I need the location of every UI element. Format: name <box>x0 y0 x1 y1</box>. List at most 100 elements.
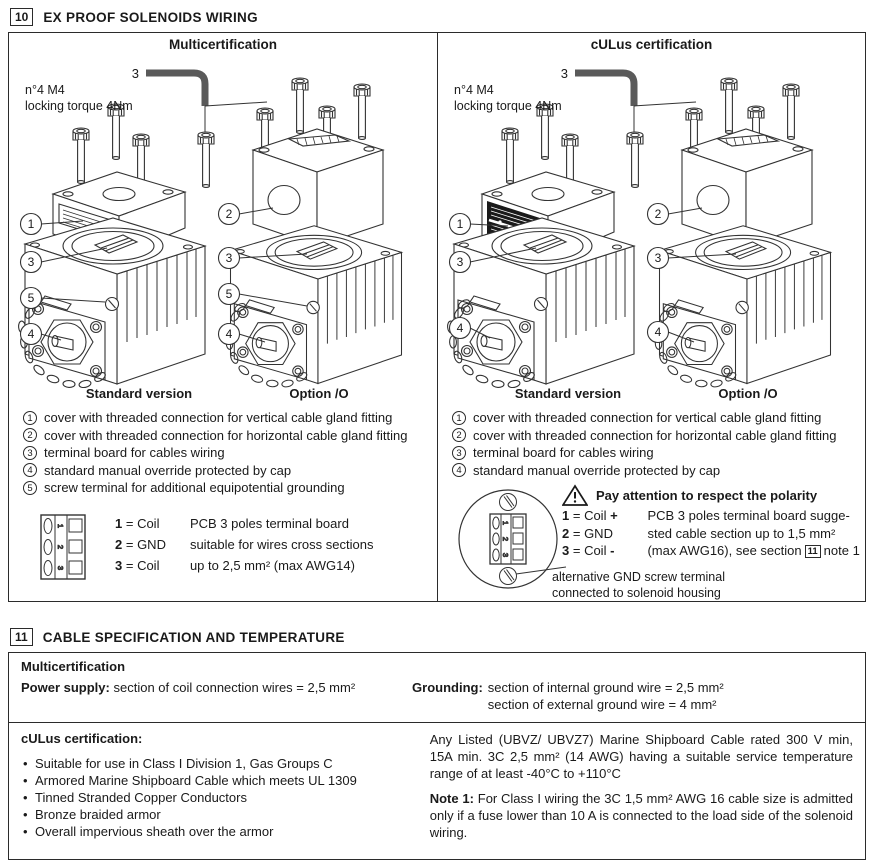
key-value: = GND <box>125 536 166 552</box>
cable-spec-box: Multicertification Power supply: section… <box>8 652 866 860</box>
note-1-label: Note 1: <box>429 791 474 806</box>
option-o-label: Option /O <box>718 386 778 401</box>
callout-4: 4 <box>457 321 464 335</box>
screws-group <box>72 103 215 190</box>
callout-4: 4 <box>655 325 662 339</box>
note-row: 1 cover with threaded connection for vert… <box>23 409 431 427</box>
standard-version-label: Standard version <box>85 386 193 401</box>
callout-1: 1 <box>28 217 35 231</box>
polarity-keys: 1 = Coil + 2 = GND 3 = Coil - <box>562 508 618 558</box>
note-number: 2 <box>452 428 466 442</box>
polarity-text-block: Pay attention to respect the polarity 1 … <box>562 483 864 560</box>
callout-3: 3 <box>28 255 35 269</box>
option-o-drawing: 2 3 5 4 <box>217 77 403 389</box>
version-labels: Standard version Option /O <box>438 386 865 404</box>
power-supply-text: section of coil connection wires = 2,5 m… <box>113 680 356 695</box>
multicert-spec-row: Multicertification Power supply: section… <box>9 653 865 722</box>
polarity-description: PCB 3 poles terminal board sugge- sted c… <box>647 508 860 558</box>
note-number: 5 <box>23 480 37 495</box>
note-number: 1 <box>452 410 466 425</box>
note-number: 2 <box>23 428 37 442</box>
warning-text: Pay attention to respect the polarity <box>596 487 818 503</box>
note-number: 1 <box>23 410 37 425</box>
note-row: 4 standard manual override protected by c… <box>23 462 431 480</box>
note-text: cover with threaded connection for horiz… <box>473 427 837 443</box>
callout-circles <box>448 212 472 340</box>
callout-circles <box>19 212 43 346</box>
culus-drawings: 1 3 4 <box>438 56 865 389</box>
callout-5: 5 <box>28 291 35 305</box>
callout-leader-lines <box>667 207 737 343</box>
panel-title: Multicertification <box>168 37 277 52</box>
standard-version-drawing: 1 3 5 4 <box>17 103 215 388</box>
note-text: terminal board for cables wiring <box>44 445 225 460</box>
solenoid-body <box>17 217 206 388</box>
key-value: = Coil <box>125 557 160 573</box>
multicert-heading: Multicertification <box>21 659 126 674</box>
pole-1-digit: 1 <box>501 521 510 525</box>
version-labels: Standard version Option /O <box>9 386 437 404</box>
callout-4: 4 <box>226 327 233 341</box>
multicert-drawings: 1 3 5 4 <box>9 56 437 389</box>
polarity-legend: 1 2 3 Pay attention to respect the polar… <box>438 483 865 601</box>
callout-4: 4 <box>28 327 35 341</box>
pole-1-digit: 1 <box>56 523 65 527</box>
standard-version-drawing: 1 3 4 <box>446 103 644 388</box>
note-text: cover with threaded connection for verti… <box>473 410 822 425</box>
torque-note: n°4 M4 locking torque 4Nm <box>454 83 562 113</box>
section10-title: EX PROOF SOLENOIDS WIRING <box>43 9 258 25</box>
solenoid-body <box>223 225 403 389</box>
panel-title: cULus certification <box>590 37 713 52</box>
callout-notes-list: 1 cover with threaded connection for vert… <box>9 404 437 499</box>
key-number: 3 <box>115 557 123 573</box>
section11-header: 11 CABLE SPECIFICATION AND TEMPERATURE <box>10 628 866 646</box>
note-text: cover with threaded connection for verti… <box>44 410 393 425</box>
screws-group <box>501 103 644 190</box>
polarity-warning: Pay attention to respect the polarity <box>562 483 864 507</box>
culus-bullet-list: Suitable for use in Class I Division 1, … <box>21 755 404 840</box>
note-1-paragraph: Note 1: For Class I wiring the 3C 1,5 mm… <box>430 790 853 841</box>
torque-note: n°4 M4 locking torque 4Nm <box>25 83 133 113</box>
power-supply-spec: Power supply: section of coil connection… <box>21 679 412 713</box>
pole-2-digit: 2 <box>501 537 510 541</box>
note-text: screw terminal for additional equipotent… <box>44 480 345 495</box>
callout-leader-lines <box>469 223 537 339</box>
section10-number-box: 10 <box>10 8 34 26</box>
pole-2-digit: 2 <box>56 544 65 548</box>
note-number: 4 <box>23 463 37 477</box>
bullet-item: Suitable for use in Class I Division 1, … <box>21 755 404 772</box>
note-text: standard manual override protected by ca… <box>44 462 292 478</box>
terminal-board-legend: 1 2 3 1 = Coil 2 = GND 3 = Coil PCB 3 po… <box>9 499 437 583</box>
key-number: 1 <box>115 515 123 531</box>
callout-notes-list: 1 cover with threaded connection for vert… <box>438 404 865 481</box>
note-1-text: For Class I wiring the 3C 1,5 mm² AWG 16… <box>429 791 853 840</box>
callout-3: 3 <box>457 255 464 269</box>
note-row: 3 terminal board for cables wiring <box>452 444 859 462</box>
culus-spec-row: cULus certification: Suitable for use in… <box>9 722 865 859</box>
culus-requirements: cULus certification: Suitable for use in… <box>21 731 404 849</box>
pole-3-digit: 3 <box>501 553 510 557</box>
callout-5: 5 <box>226 287 233 301</box>
callout-1: 1 <box>457 217 464 231</box>
terminal-board-icon: 1 2 3 <box>40 513 86 580</box>
note-text: standard manual override protected by ca… <box>473 462 721 478</box>
standard-version-label: Standard version <box>514 386 622 401</box>
grounding-spec: Grounding: section of internal ground wi… <box>412 679 724 713</box>
note-text: terminal board for cables wiring <box>473 445 654 460</box>
option-o-drawing: 2 3 4 <box>646 77 832 389</box>
callout-circles <box>646 202 670 344</box>
bullet-item: Bronze braided armor <box>21 806 404 823</box>
bullet-item: Armored Marine Shipboard Cable which mee… <box>21 772 404 789</box>
panel-multicertification: Multicertification <box>9 33 437 601</box>
callout-3: 3 <box>655 251 662 265</box>
grounding-line2: section of external ground wire = 4 mm² <box>487 697 717 712</box>
panel-culus-certification: cULus certification <box>437 33 865 601</box>
section11-number-box: 11 <box>10 628 33 646</box>
solenoid-body <box>652 225 832 389</box>
note-number: 3 <box>452 445 466 460</box>
legend-description: PCB 3 poles terminal board suitable for … <box>189 515 374 573</box>
bullet-item: Overall impervious sheath over the armor <box>21 823 404 840</box>
bullet-item: Tinned Stranded Copper Conductors <box>21 789 404 806</box>
